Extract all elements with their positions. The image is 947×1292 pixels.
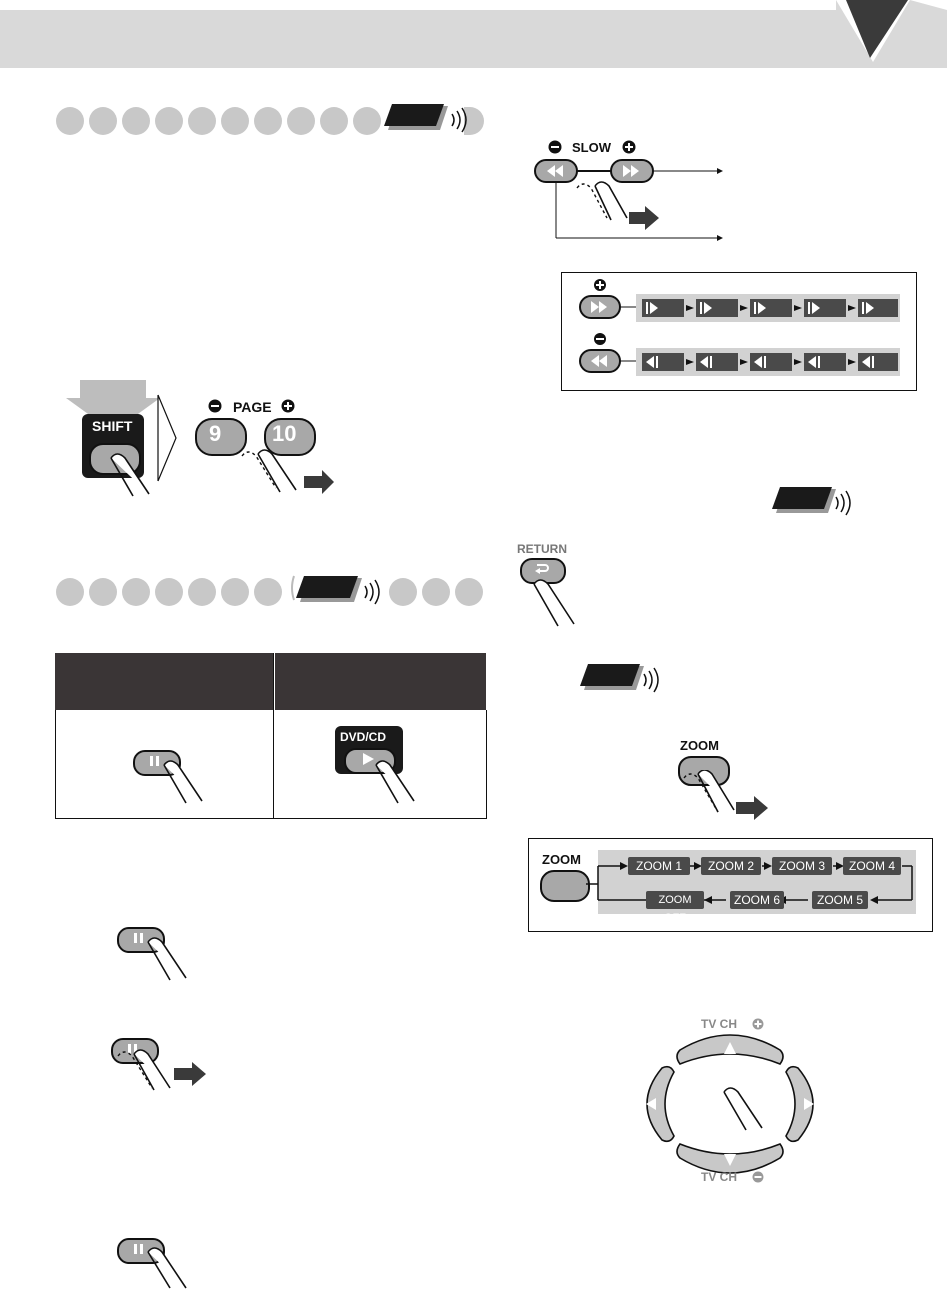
down-triangle-icon bbox=[836, 0, 947, 68]
tv-ch-plus-label: TV CH bbox=[701, 1017, 737, 1031]
cursor-up-button[interactable] bbox=[680, 1036, 784, 1066]
page-header-bar bbox=[0, 10, 860, 68]
finger-swipe-icon bbox=[241, 449, 334, 494]
section-divider-dots-2 bbox=[56, 578, 486, 608]
remote-control-icon bbox=[384, 104, 467, 133]
minus-circle-icon bbox=[752, 1171, 764, 1183]
zoom-step-5: ZOOM 5 bbox=[812, 891, 868, 909]
table-header-cell-1 bbox=[55, 653, 274, 710]
press-arrow-icon bbox=[66, 380, 160, 432]
slow-speed-diagram bbox=[579, 279, 900, 376]
table-header-cell-2 bbox=[274, 653, 486, 710]
pause-icon bbox=[128, 1044, 137, 1054]
cursor-down-button[interactable] bbox=[680, 1140, 784, 1170]
slow-diagram bbox=[534, 159, 723, 241]
dvd-cd-label: DVD/CD bbox=[340, 730, 387, 744]
plus-circle-icon bbox=[752, 1018, 764, 1030]
zoom-button-label: ZOOM bbox=[680, 738, 719, 753]
play-icon bbox=[363, 753, 374, 765]
cursor-pad bbox=[646, 1034, 814, 1174]
zoom-step-6: ZOOM 6 bbox=[730, 891, 784, 909]
zoom-step-3: ZOOM 3 bbox=[772, 857, 832, 875]
pause-icon bbox=[134, 933, 143, 943]
return-label: RETURN bbox=[517, 542, 567, 556]
pause-icon bbox=[150, 756, 159, 766]
zoom-step-4: ZOOM 4 bbox=[843, 857, 901, 875]
button-9-label: 9 bbox=[209, 421, 222, 446]
zoom-box-button bbox=[540, 870, 590, 902]
finger-icon bbox=[533, 579, 575, 627]
button-10[interactable] bbox=[264, 418, 316, 456]
remote-control-icon bbox=[580, 664, 659, 693]
zoom-step-2: ZOOM 2 bbox=[701, 857, 761, 875]
table-body bbox=[55, 710, 487, 819]
slow-speed-box bbox=[561, 272, 917, 391]
button-9[interactable] bbox=[195, 418, 247, 456]
zoom-step-1: ZOOM 1 bbox=[628, 857, 690, 875]
plus-circle-icon bbox=[281, 399, 295, 413]
return-arrow-icon bbox=[535, 564, 549, 574]
slow-label: SLOW bbox=[572, 140, 611, 155]
section-divider-dots-1 bbox=[56, 107, 486, 137]
minus-circle-icon bbox=[548, 140, 562, 154]
finger-swipe-icon bbox=[683, 770, 768, 820]
finger-icon bbox=[163, 760, 203, 804]
cursor-left-button[interactable] bbox=[634, 1066, 674, 1142]
pause-icon bbox=[134, 1244, 143, 1254]
zoom-step-off: ZOOM OFF bbox=[646, 891, 704, 924]
finger-icon bbox=[147, 1247, 187, 1289]
remote-control-icon bbox=[772, 487, 851, 516]
minus-circle-icon bbox=[208, 399, 222, 413]
zoom-sequence-box bbox=[528, 838, 933, 932]
finger-swipe-icon bbox=[117, 1049, 206, 1091]
remote-control-icon bbox=[291, 575, 380, 605]
chevron-right-icon bbox=[157, 394, 177, 482]
finger-icon bbox=[375, 760, 415, 804]
finger-icon bbox=[110, 453, 150, 497]
zoom-sequence-arrows bbox=[586, 862, 913, 904]
finger-icon bbox=[147, 937, 187, 981]
page-label: PAGE bbox=[233, 399, 272, 415]
plus-circle-icon bbox=[622, 140, 636, 154]
zoom-box-label: ZOOM bbox=[542, 852, 581, 867]
cursor-right-button[interactable] bbox=[786, 1066, 826, 1142]
shift-label: SHIFT bbox=[92, 418, 133, 434]
tv-ch-minus-label: TV CH bbox=[701, 1170, 737, 1184]
button-10-label: 10 bbox=[272, 421, 297, 446]
